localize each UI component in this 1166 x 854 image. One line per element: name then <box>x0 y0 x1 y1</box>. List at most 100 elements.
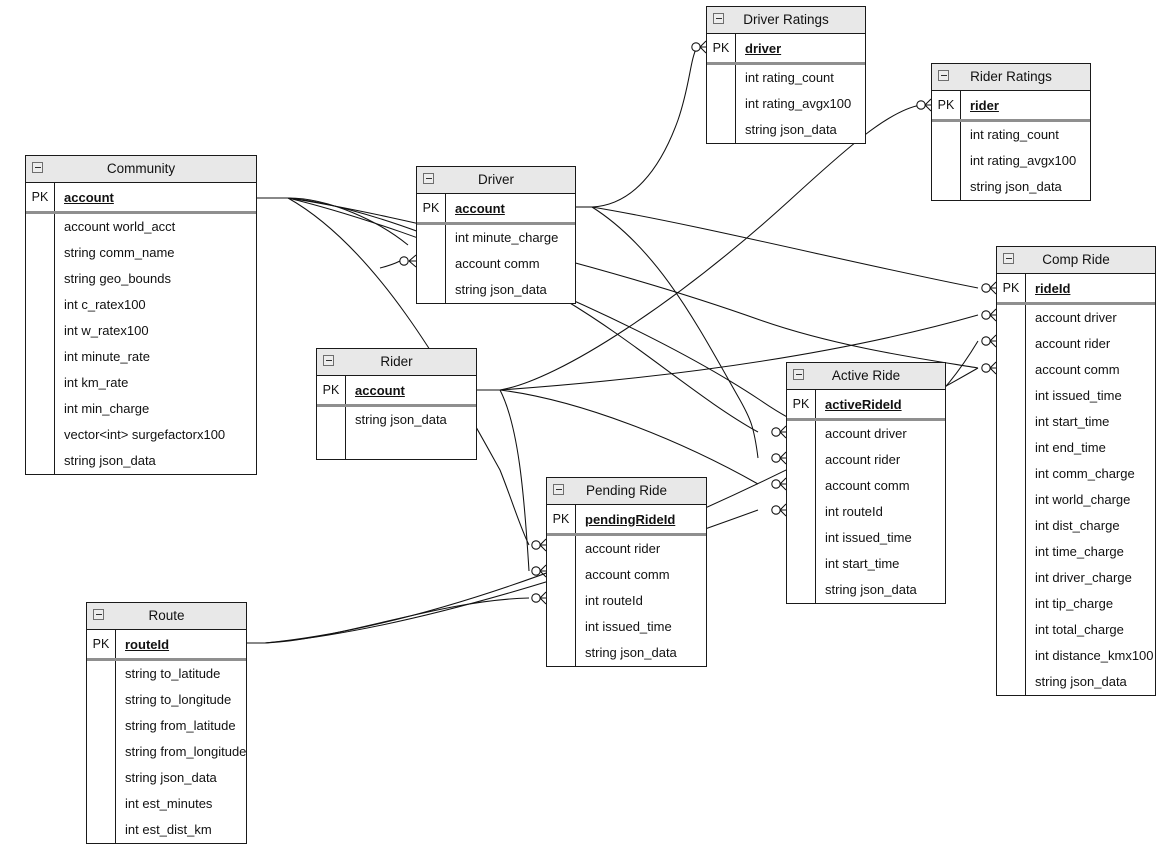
primary-key-row: PK rideId <box>997 274 1155 305</box>
entity-title: Pending Ride <box>585 483 668 498</box>
attribute-row: string from_latitude <box>125 718 236 733</box>
attribute-row: int driver_charge <box>1035 570 1132 585</box>
crowfoot-comp-ride-1 <box>981 281 997 295</box>
attribute-row: string json_data <box>125 770 217 785</box>
attribute-row: account rider <box>825 452 901 467</box>
pk-field-name: activeRideId <box>815 390 945 418</box>
crowfoot-pending-ride-3 <box>531 591 547 605</box>
entity-title: Comp Ride <box>1042 252 1110 267</box>
attribute-row: account rider <box>585 541 661 556</box>
crowfoot-active-ride-4 <box>771 503 787 517</box>
minus-box-icon[interactable] <box>32 162 43 173</box>
attribute-gutter <box>787 421 815 603</box>
attribute-gutter <box>317 407 345 459</box>
crowfoot-comp-ride-3 <box>981 334 997 348</box>
minus-box-icon[interactable] <box>323 355 334 366</box>
minus-box-icon[interactable] <box>793 369 804 380</box>
attribute-gutter <box>87 661 115 843</box>
primary-key-row: PK activeRideId <box>787 390 945 421</box>
minus-box-icon[interactable] <box>423 173 434 184</box>
minus-box-icon[interactable] <box>1003 253 1014 264</box>
entity-header-driver: Driver <box>417 167 575 194</box>
attribute-row: int rating_count <box>970 127 1059 142</box>
crowfoot-driver-ratings <box>691 40 707 54</box>
entity-title: Rider <box>380 354 413 369</box>
pk-tag: PK <box>1002 281 1020 295</box>
attribute-row: string json_data <box>970 179 1062 194</box>
attribute-row: account rider <box>1035 336 1111 351</box>
attribute-row: string json_data <box>1035 674 1127 689</box>
pk-field-name: rider <box>960 91 1090 119</box>
attribute-row: int issued_time <box>585 619 672 634</box>
attribute-row: account driver <box>825 426 907 441</box>
entity-header-rider: Rider <box>317 349 476 376</box>
attribute-row: string geo_bounds <box>64 271 171 286</box>
minus-box-icon[interactable] <box>553 484 564 495</box>
pk-tag: PK <box>792 397 810 411</box>
attribute-row: int routeId <box>825 504 883 519</box>
attribute-row: int tip_charge <box>1035 596 1114 611</box>
attribute-row: string json_data <box>355 412 447 427</box>
attribute-row: int issued_time <box>825 530 912 545</box>
pk-tag: PK <box>552 512 570 526</box>
pk-tag: PK <box>322 383 340 397</box>
entity-header-community: Community <box>26 156 256 183</box>
minus-box-icon[interactable] <box>713 13 724 24</box>
pk-field-name: routeId <box>115 630 246 658</box>
attribute-row: int end_time <box>1035 440 1106 455</box>
crowfoot-active-ride-2 <box>771 451 787 465</box>
attribute-row: account world_acct <box>64 219 176 234</box>
attribute-row: int total_charge <box>1035 622 1124 637</box>
entity-header-driver-ratings: Driver Ratings <box>707 7 865 34</box>
entity-title: Community <box>106 161 176 176</box>
attribute-row-empty <box>346 433 476 459</box>
entity-header-rider-ratings: Rider Ratings <box>932 64 1090 91</box>
minus-box-icon[interactable] <box>938 70 949 81</box>
attribute-row: int c_ratex100 <box>64 297 146 312</box>
primary-key-row: PK routeId <box>87 630 246 661</box>
entity-header-pending-ride: Pending Ride <box>547 478 706 505</box>
entity-header-active-ride: Active Ride <box>787 363 945 390</box>
attribute-row: string to_latitude <box>125 666 221 681</box>
attribute-row: int rating_count <box>745 70 834 85</box>
attribute-list: string json_data <box>317 407 476 459</box>
attribute-row: int dist_charge <box>1035 518 1120 533</box>
pk-tag: PK <box>92 637 110 651</box>
pk-field-name: rideId <box>1025 274 1155 302</box>
attribute-gutter <box>932 122 960 200</box>
attribute-row: account driver <box>1035 310 1117 325</box>
attribute-row: account comm <box>825 478 910 493</box>
attribute-gutter <box>417 225 445 303</box>
pk-tag: PK <box>422 201 440 215</box>
attribute-row: int minute_rate <box>64 349 150 364</box>
attribute-row: int world_charge <box>1035 492 1131 507</box>
crowfoot-active-ride-1 <box>771 425 787 439</box>
entity-title: Rider Ratings <box>970 69 1052 84</box>
minus-box-icon[interactable] <box>93 609 104 620</box>
attribute-row: account comm <box>585 567 670 582</box>
entity-title: Active Ride <box>831 368 901 383</box>
entity-header-comp-ride: Comp Ride <box>997 247 1155 274</box>
attribute-row: string json_data <box>745 122 837 137</box>
pk-tag: PK <box>712 41 730 55</box>
attribute-gutter <box>547 536 575 666</box>
